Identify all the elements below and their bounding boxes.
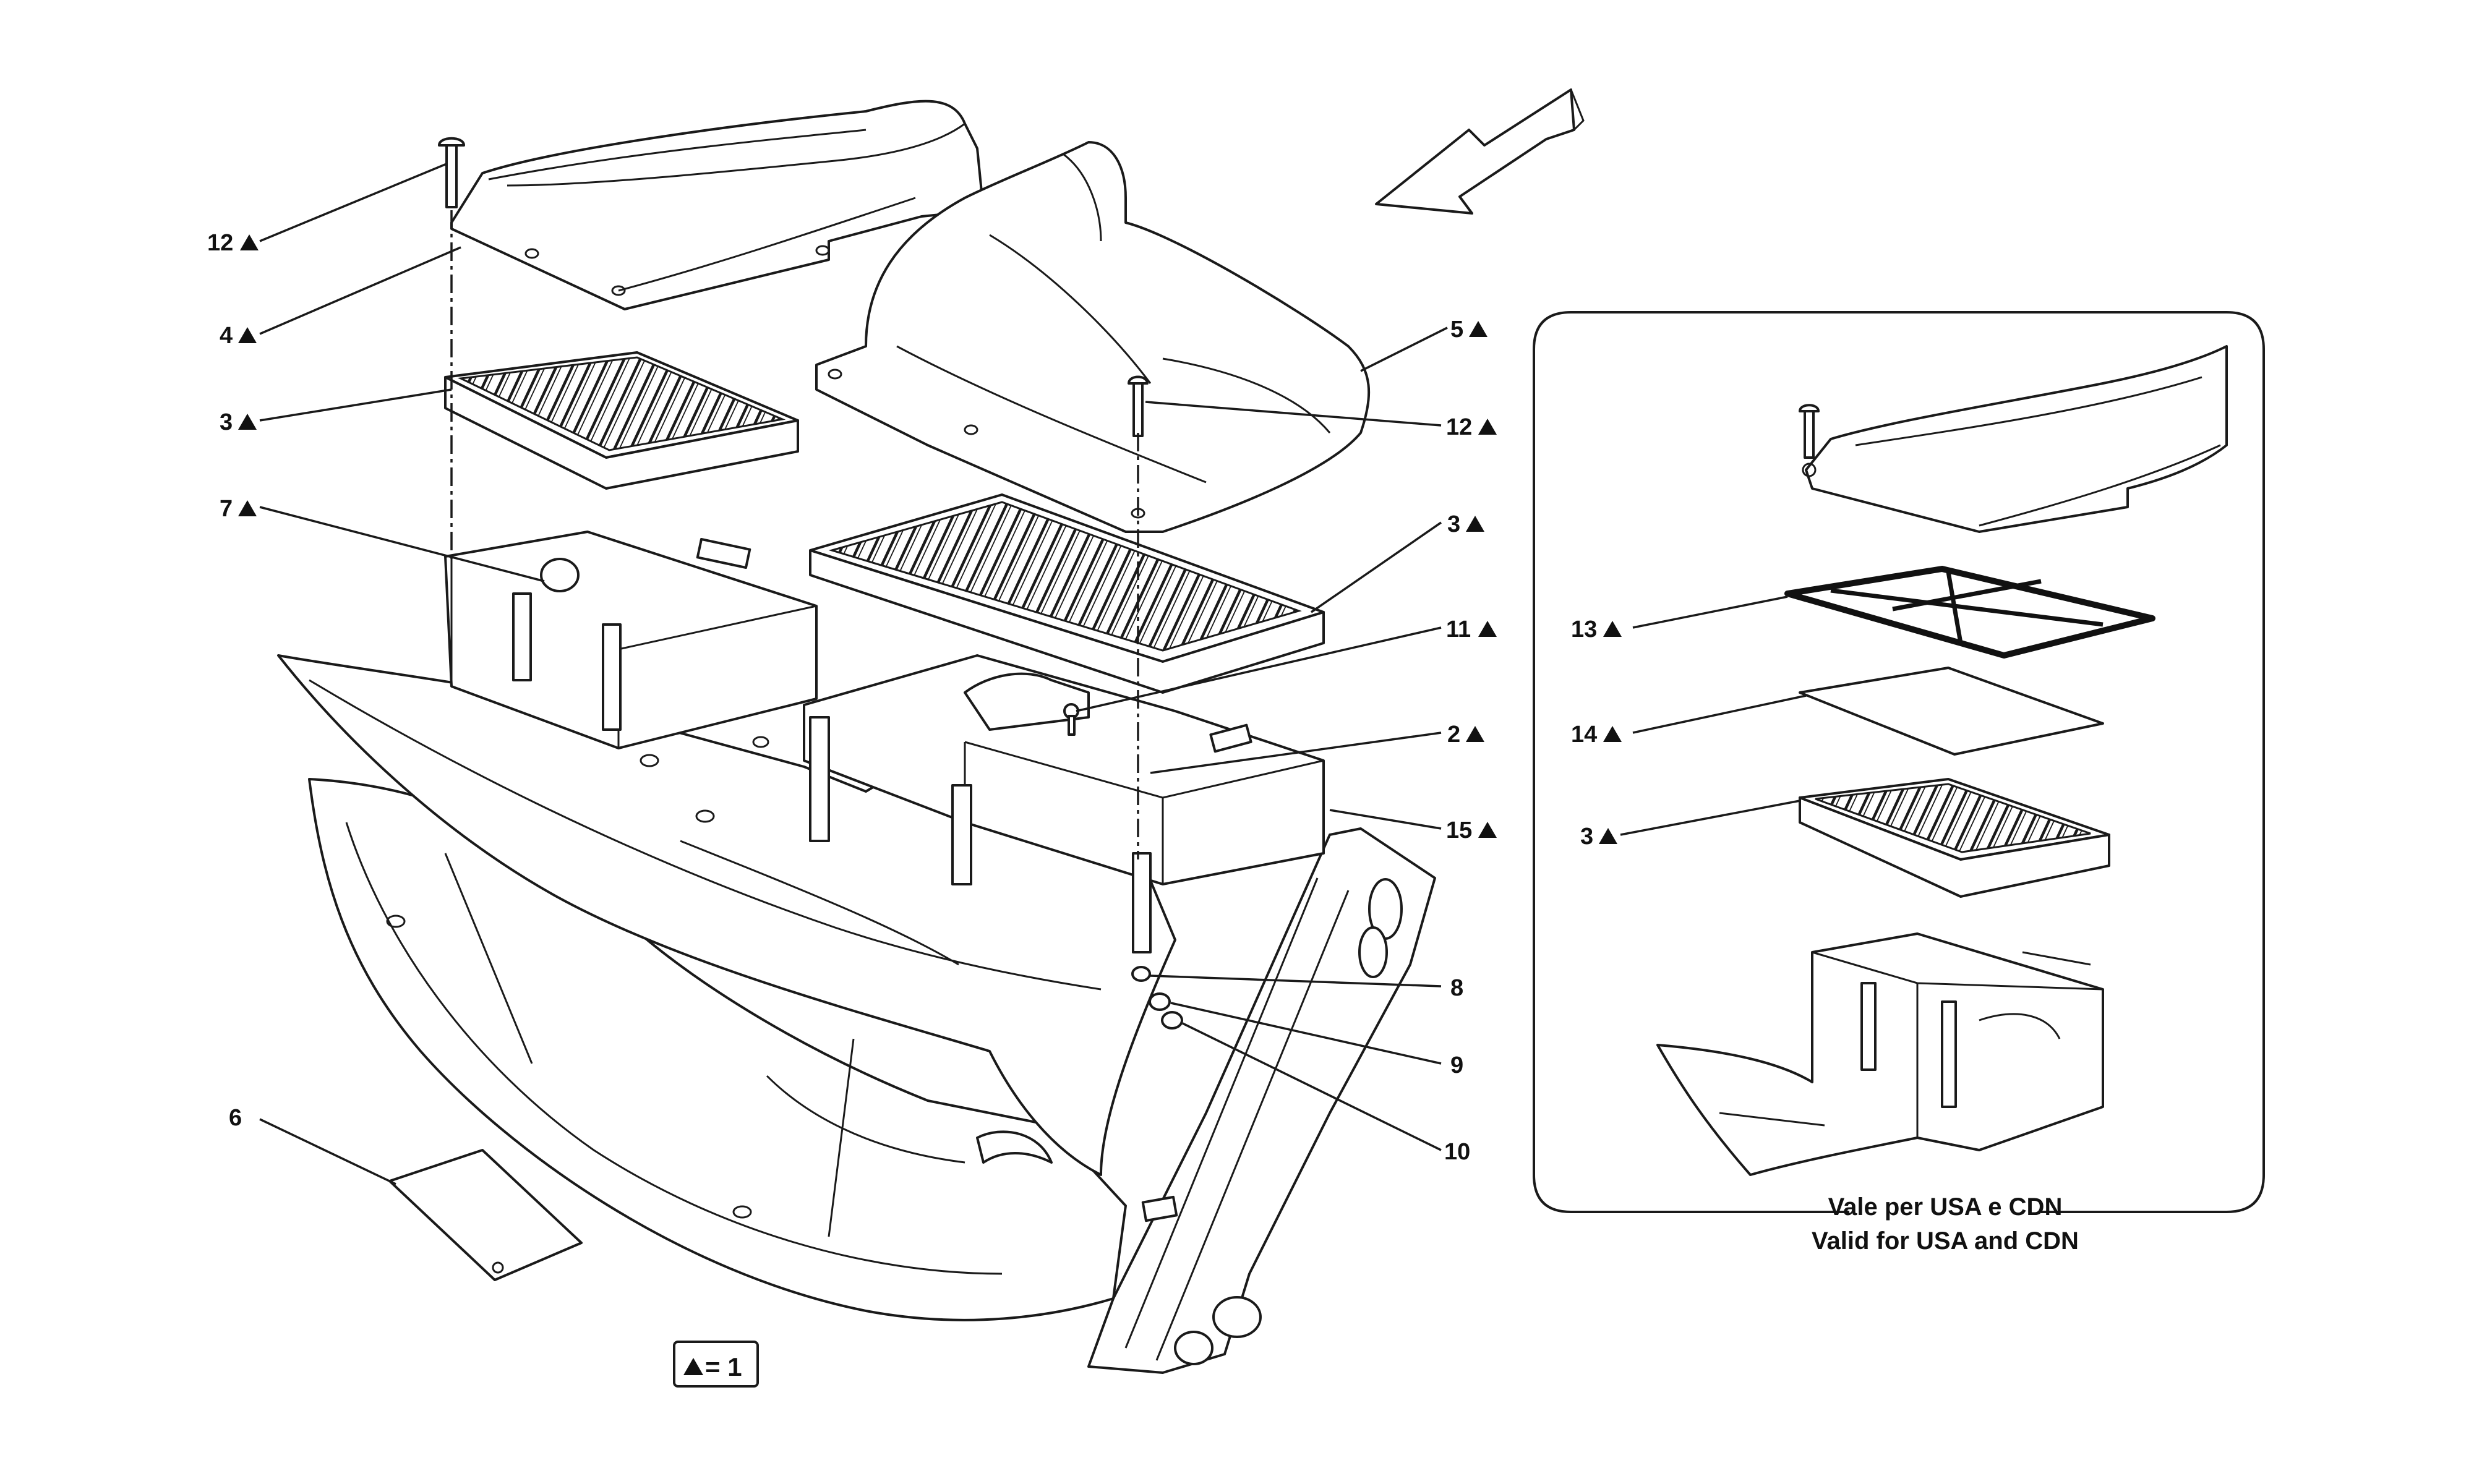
callout-12-left: 12: [207, 230, 259, 256]
triangle-marker-icon: [1478, 621, 1497, 637]
inset-filter-3: [1799, 778, 2110, 898]
callout-13: 13: [1571, 616, 1622, 642]
svg-text:3: 3: [1580, 824, 1593, 850]
screw-12-left: [438, 137, 465, 208]
svg-text:13: 13: [1571, 616, 1597, 642]
inset-gasket-13: [1784, 566, 2155, 659]
callout-11: 11: [1446, 616, 1497, 642]
inset-caption-english: Valid for USA and CDN: [1812, 1227, 2079, 1255]
svg-text:5: 5: [1450, 317, 1463, 343]
triangle-marker-icon: [683, 1358, 703, 1375]
triangle-marker-icon: [1599, 828, 1617, 844]
air-box-body: [277, 531, 1325, 1176]
callout-9: 9: [1450, 1052, 1463, 1078]
svg-text:12: 12: [1446, 414, 1472, 440]
triangle-marker-icon: [238, 327, 257, 343]
svg-text:2: 2: [1447, 722, 1460, 748]
svg-text:3: 3: [220, 409, 233, 435]
triangle-marker-icon: [238, 500, 257, 516]
callout-3-right: 3: [1447, 511, 1484, 537]
svg-text:15: 15: [1446, 817, 1472, 843]
svg-text:7: 7: [220, 496, 233, 522]
callout-8: 8: [1450, 975, 1463, 1001]
leader-lines: [259, 163, 1448, 1185]
svg-text:4: 4: [220, 323, 233, 349]
callout-2: 2: [1447, 722, 1484, 748]
triangle-marker-icon: [1478, 419, 1497, 435]
callout-3-inset: 3: [1580, 824, 1617, 850]
callout-10: 10: [1444, 1139, 1470, 1165]
callout-5: 5: [1450, 317, 1487, 343]
air-filter-right: [809, 493, 1325, 694]
callout-14: 14: [1571, 722, 1622, 748]
svg-text:11: 11: [1446, 616, 1471, 642]
callout-7: 7: [220, 496, 257, 522]
triangle-marker-icon: [240, 234, 259, 250]
inset-caption-italian: Vale per USA e CDN: [1828, 1193, 2063, 1221]
inset-sheet-14: [1799, 667, 2104, 756]
callout-12-right: 12: [1446, 414, 1497, 440]
screw-12-right: [1128, 375, 1149, 437]
triangle-marker-icon: [1469, 321, 1487, 337]
intake-cover-right: [815, 141, 1371, 533]
legend-box: = 1: [673, 1341, 759, 1388]
main-assembly: [277, 100, 1436, 1374]
legend-text: = 1: [705, 1352, 742, 1381]
triangle-marker-icon: [1478, 822, 1497, 838]
triangle-marker-icon: [1603, 621, 1622, 637]
svg-text:8: 8: [1450, 975, 1463, 1001]
inset-cover: [1799, 345, 2228, 533]
callout-number: 12: [207, 230, 233, 256]
triangle-marker-icon: [1466, 726, 1484, 742]
svg-text:6: 6: [229, 1105, 242, 1131]
radiator-frame: [1087, 827, 1436, 1374]
callout-3-left: 3: [220, 409, 257, 435]
triangle-marker-icon: [238, 414, 257, 430]
callout-6: 6: [229, 1105, 242, 1131]
panel-part-6: [388, 1149, 583, 1281]
svg-text:14: 14: [1571, 722, 1597, 748]
direction-arrow-icon: [1375, 88, 1585, 215]
inset-tray: [1656, 932, 2104, 1176]
intake-cover-left: [450, 100, 985, 310]
svg-text:3: 3: [1447, 511, 1460, 537]
svg-text:10: 10: [1444, 1139, 1470, 1165]
svg-text:9: 9: [1450, 1052, 1463, 1078]
callout-15: 15: [1446, 817, 1497, 843]
air-filter-left: [444, 351, 799, 490]
inset-panel: 13 14 3 Vale per USA e CDN Valid for USA…: [1533, 311, 2265, 1255]
callout-4: 4: [220, 323, 257, 349]
triangle-marker-icon: [1603, 726, 1622, 742]
triangle-marker-icon: [1466, 516, 1484, 532]
washers-8-9-10: [1131, 966, 1183, 1030]
